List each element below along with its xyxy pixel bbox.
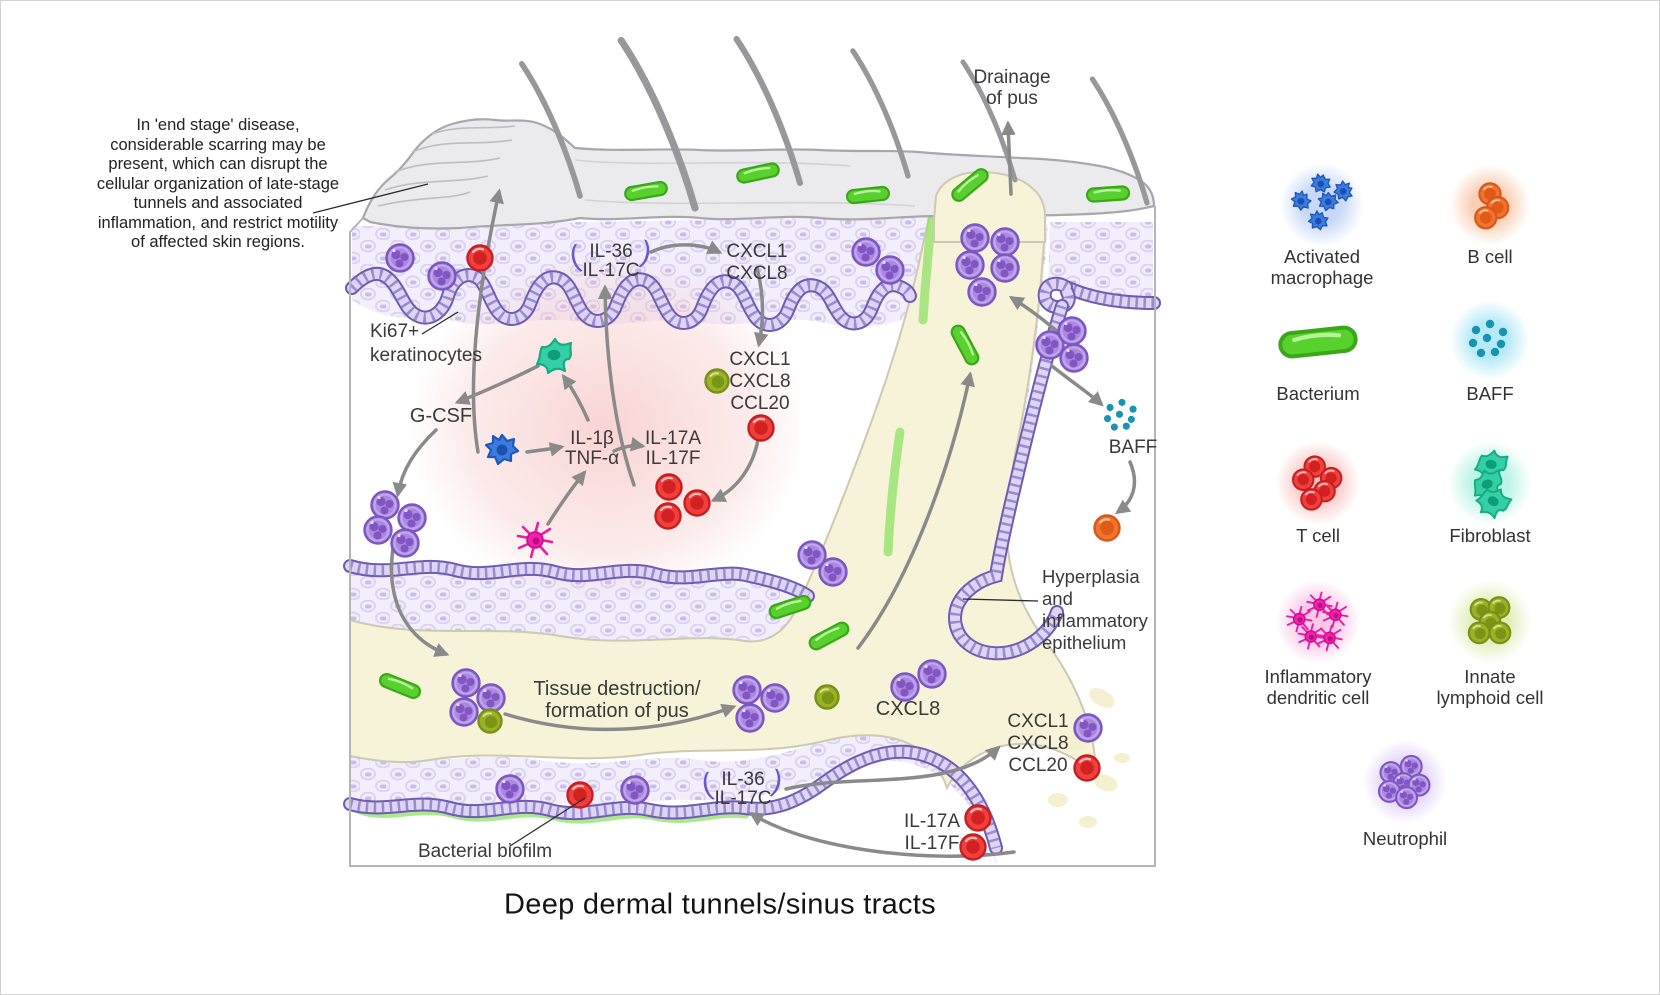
block-outline — [349, 206, 1156, 867]
epidermis-right-band — [1048, 222, 1153, 300]
arrow-along-tunnel — [503, 703, 737, 732]
b-cell-icon — [1093, 514, 1121, 542]
bacterium-legend-icon — [1279, 326, 1357, 357]
arrow-gcsf-to-neutrophils — [392, 428, 438, 498]
arrow-to-il36-top — [597, 284, 636, 487]
arrow-il1b-to-il17 — [612, 436, 646, 453]
arrow-baff-to-bcell — [1115, 460, 1137, 515]
scar-fold-lines — [377, 125, 916, 207]
arrow-cells-to-baff — [1050, 364, 1104, 407]
arrow-macrophage-to-il1b — [525, 442, 565, 457]
arrow-il36b-to-cxcl — [784, 745, 1001, 791]
arrow-dendritic-to-tnf — [546, 470, 587, 526]
skin-block — [349, 39, 1156, 867]
arrow-to-surface — [471, 188, 504, 454]
pus-splashes — [1048, 688, 1130, 828]
legend-icons — [1276, 163, 1532, 824]
arrow-drainage — [1001, 120, 1016, 196]
arrow-il36-to-cxcl1 — [649, 240, 723, 254]
figure-title: Deep dermal tunnels/sinus tracts — [504, 888, 936, 921]
arrow-cxcl-down — [754, 266, 769, 348]
leader-lines — [312, 183, 1039, 847]
bacterium-icon — [1085, 184, 1131, 204]
arrow-neutrophils-to-tunnel — [389, 546, 450, 657]
arrow-fibroblast-to-gcsf — [454, 364, 540, 405]
process-arrows — [389, 120, 1137, 858]
arrow-up-tunnel — [856, 371, 975, 650]
inflammation-glow — [408, 253, 808, 603]
arrow-il1b-to-fibroblast — [561, 374, 590, 422]
arrow-to-tcells — [710, 438, 760, 502]
dermal-tunnel — [350, 172, 1096, 788]
end-stage-annotation: In 'end stage' disease, considerable sca… — [96, 116, 340, 251]
